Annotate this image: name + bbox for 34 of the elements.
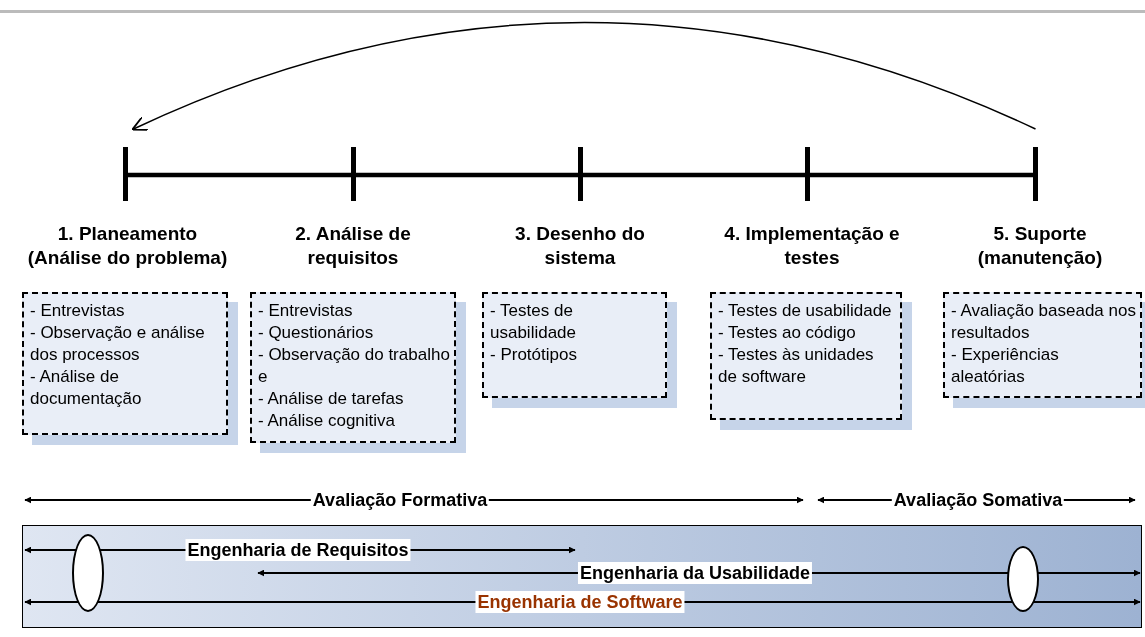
phase-title: 4. Implementação e testes (723, 222, 901, 270)
list-item: - Análise de tarefas (258, 388, 405, 410)
ellipse-marker (1007, 546, 1039, 612)
span-label: Engenharia de Software (475, 591, 685, 613)
span-label: Engenharia de Requisitos (185, 539, 411, 561)
timeline-tick (1033, 147, 1038, 201)
curved-arrow (131, 21, 1037, 132)
timeline-segment (356, 172, 578, 178)
timeline-tick (805, 147, 810, 201)
list-item: - Protótipos (490, 344, 578, 366)
list-item: - Questionários (258, 322, 375, 344)
phase-title: 3. Desenho do sistema (514, 222, 646, 270)
span-label: Engenharia da Usabilidade (577, 562, 813, 584)
list-item: - Entrevistas (30, 300, 126, 322)
timeline-segment (583, 172, 805, 178)
list-item: - Observação do trabalho e (258, 344, 450, 388)
phase-title: 2. Análise de requisitos (294, 222, 412, 270)
list-item: - Testes às unidades de software (718, 344, 875, 388)
list-item: - Experiências aleatórias (951, 344, 1060, 388)
phase-title: 1. Planeamento (Análise do problema) (26, 222, 229, 270)
list-item: - Observação e análise dos processos (30, 322, 206, 366)
timeline-tick (351, 147, 356, 201)
list-item: - Testes de usabilidade (490, 300, 577, 344)
list-item: - Entrevistas (258, 300, 354, 322)
timeline-segment (810, 172, 1033, 178)
timeline-tick (578, 147, 583, 201)
list-item: - Análise cognitiva (258, 410, 397, 432)
list-item: - Avaliação baseada nos resultados (951, 300, 1136, 344)
phase-title: 5. Suporte (manutenção) (976, 222, 1104, 270)
list-item: - Testes ao código (718, 322, 857, 344)
list-item: - Análise de documentação (30, 366, 143, 410)
timeline-tick (123, 147, 128, 201)
list-item: - Testes de usabilidade (718, 300, 893, 322)
timeline-segment (128, 172, 351, 178)
